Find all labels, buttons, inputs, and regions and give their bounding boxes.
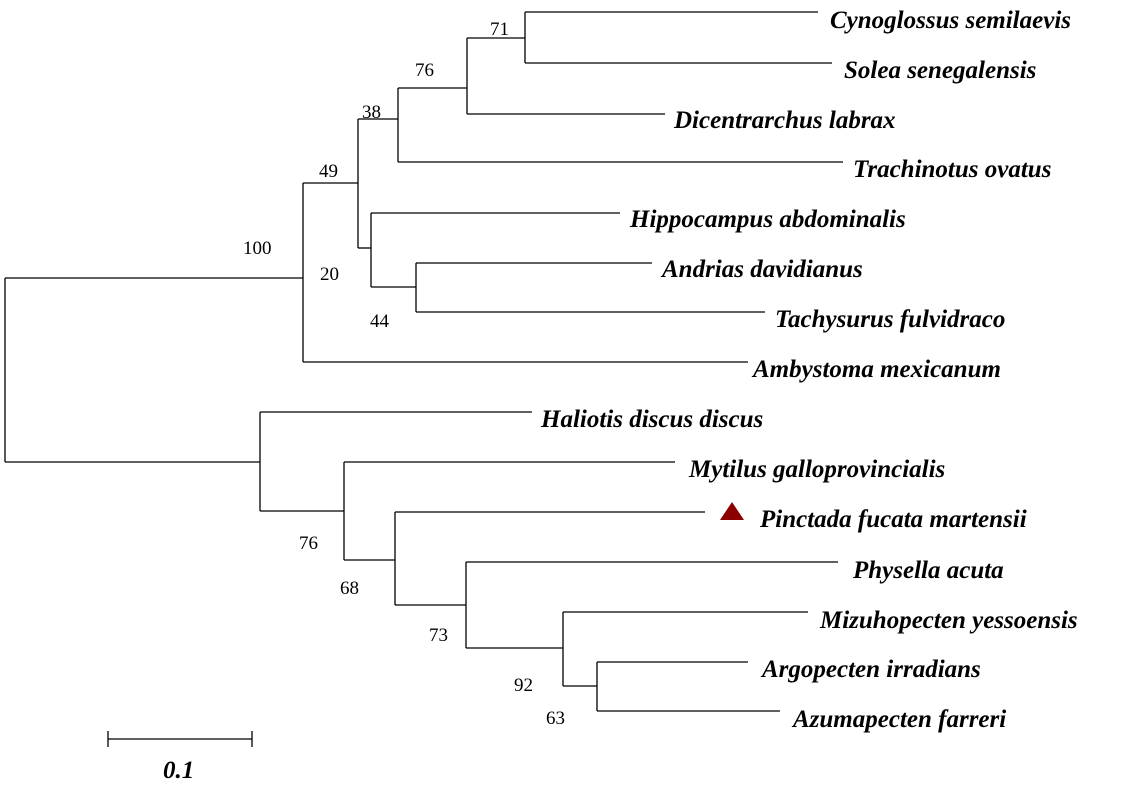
taxon-label: Solea senegalensis <box>844 57 1036 84</box>
taxon-label: Dicentrarchus labrax <box>673 107 896 134</box>
bootstrap-value: 20 <box>320 264 339 285</box>
bootstrap-value: 92 <box>514 675 533 696</box>
bootstrap-value: 68 <box>340 578 359 599</box>
bootstrap-value: 63 <box>546 708 565 729</box>
scale-bar: 0.1 <box>107 731 253 784</box>
taxon-label: Andrias davidianus <box>660 256 863 283</box>
taxon-label: Physella acuta <box>852 557 1004 584</box>
taxon-label: Haliotis discus discus <box>540 406 763 433</box>
bootstrap-value: 71 <box>490 19 509 40</box>
bootstrap-value: 76 <box>299 533 318 554</box>
taxon-label: Tachysurus fulvidraco <box>775 306 1005 333</box>
taxon-label: Trachinotus ovatus <box>853 156 1051 183</box>
taxon-label: Cynoglossus semilaevis <box>830 7 1071 34</box>
scale-bar-label: 0.1 <box>163 757 194 784</box>
tree-branches <box>4 11 843 712</box>
bootstrap-value: 49 <box>319 161 338 182</box>
bootstrap-value: 38 <box>362 102 381 123</box>
bootstrap-value: 73 <box>429 625 448 646</box>
bootstrap-value: 44 <box>370 311 390 332</box>
triangle-up-icon <box>720 502 744 520</box>
taxon-label: Ambystoma mexicanum <box>751 356 1001 383</box>
taxon-label: Mizuhopecten yessoensis <box>819 607 1078 634</box>
bootstrap-values: 71 76 38 49 100 20 44 76 68 73 92 63 <box>243 19 565 729</box>
bootstrap-value: 76 <box>415 60 434 81</box>
taxon-label-highlighted: Pinctada fucata martensii <box>759 506 1027 533</box>
taxon-label: Argopecten irradians <box>760 656 981 683</box>
taxon-label: Hippocampus abdominalis <box>629 206 906 233</box>
taxon-label: Azumapecten farreri <box>791 706 1006 733</box>
taxon-label: Mytilus galloprovincialis <box>688 456 945 483</box>
bootstrap-value: 100 <box>243 238 272 259</box>
taxon-labels: Cynoglossus semilaevis Solea senegalensi… <box>540 7 1078 733</box>
